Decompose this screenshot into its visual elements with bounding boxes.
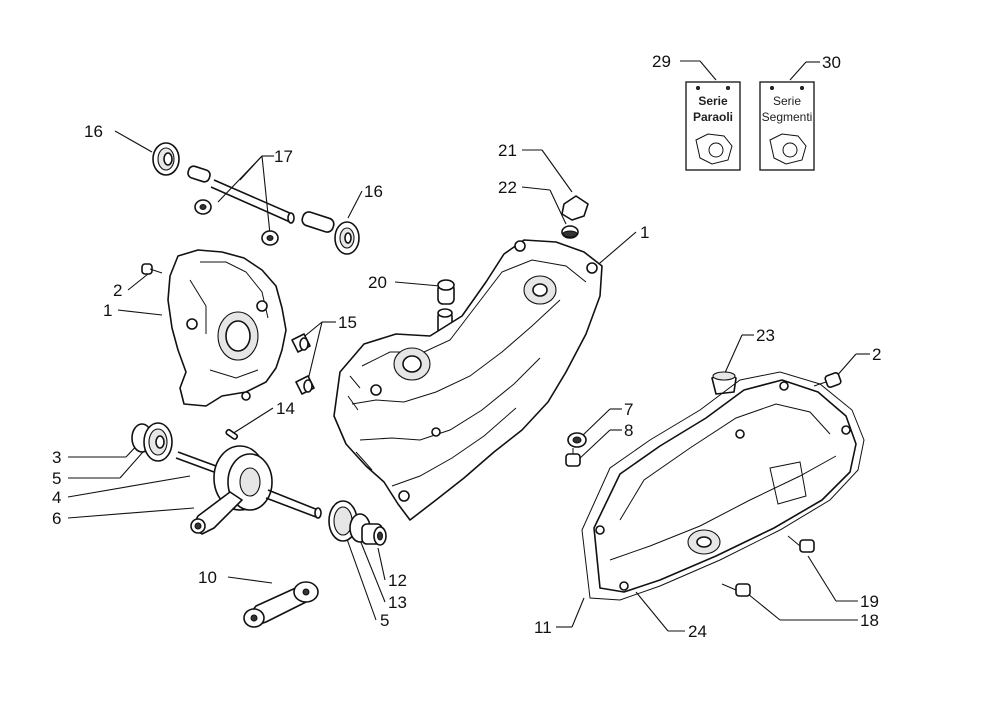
screw-18 bbox=[721, 583, 751, 597]
crankcase-main-1 bbox=[333, 239, 603, 521]
booklet-seal-line2: Paraoli bbox=[693, 110, 733, 124]
callout-20: 20 bbox=[368, 273, 387, 292]
callout-11: 11 bbox=[534, 618, 552, 637]
oil-plug-21-22 bbox=[561, 195, 589, 239]
booklet-ring-kit-30: Serie Segmenti bbox=[759, 81, 815, 171]
fitting-20 bbox=[437, 279, 455, 335]
callout-5-bottom: 5 bbox=[380, 611, 389, 630]
booklet-seal-line1: Serie bbox=[698, 94, 728, 108]
booklet-ring-line2: Segmenti bbox=[762, 110, 813, 124]
crankcase-half-left bbox=[167, 249, 287, 407]
callout-3: 3 bbox=[52, 448, 61, 467]
callout-23: 23 bbox=[756, 326, 775, 345]
seal-3-and-bearing-5 bbox=[131, 422, 173, 462]
callout-18: 18 bbox=[860, 611, 879, 630]
connecting-rod-10 bbox=[243, 581, 319, 628]
callout-labels: 16 17 16 2 1 15 14 3 5 4 6 10 12 13 5 21… bbox=[52, 52, 881, 641]
callout-10: 10 bbox=[198, 568, 217, 587]
screw-19 bbox=[787, 535, 815, 553]
washer-17-a bbox=[194, 199, 212, 215]
cap-23 bbox=[711, 371, 737, 395]
callout-13: 13 bbox=[388, 593, 407, 612]
callout-7: 7 bbox=[624, 400, 633, 419]
gasket-11 bbox=[581, 371, 865, 601]
callout-17: 17 bbox=[274, 147, 293, 166]
callout-19: 19 bbox=[860, 592, 879, 611]
shaft-17 bbox=[187, 165, 295, 224]
callout-21: 21 bbox=[498, 141, 517, 160]
callout-1-center: 1 bbox=[640, 223, 649, 242]
callout-4: 4 bbox=[52, 488, 61, 507]
washer-17-b bbox=[261, 230, 279, 246]
callout-14: 14 bbox=[276, 399, 295, 418]
bearing-16-top bbox=[152, 142, 180, 176]
dowel-15-a bbox=[291, 333, 311, 353]
nut-7-and-screw-8 bbox=[565, 432, 587, 467]
callout-16-right: 16 bbox=[364, 182, 383, 201]
callout-29: 29 bbox=[652, 52, 671, 71]
transmission-cover-24 bbox=[593, 379, 857, 593]
booklet-seal-kit-29: Serie Paraoli bbox=[685, 81, 741, 171]
screw-2-right bbox=[813, 372, 842, 388]
callout-22: 22 bbox=[498, 178, 517, 197]
callout-2-right: 2 bbox=[872, 345, 881, 364]
pin-and-bearing-16-right bbox=[301, 211, 360, 255]
callout-6: 6 bbox=[52, 509, 61, 528]
key-14 bbox=[225, 428, 239, 440]
bearing-5-13-12 bbox=[328, 500, 387, 546]
callout-1-left: 1 bbox=[103, 301, 112, 320]
screw-2-left bbox=[141, 263, 163, 275]
callout-16-top: 16 bbox=[84, 122, 103, 141]
callout-15: 15 bbox=[338, 313, 357, 332]
callout-30: 30 bbox=[822, 53, 841, 72]
callout-2-left: 2 bbox=[113, 281, 122, 300]
crankshaft-6 bbox=[175, 445, 322, 535]
callout-24: 24 bbox=[688, 622, 707, 641]
dowel-15-b bbox=[295, 375, 315, 395]
callout-5-left: 5 bbox=[52, 469, 61, 488]
callout-12: 12 bbox=[388, 571, 407, 590]
callout-8: 8 bbox=[624, 421, 633, 440]
booklet-ring-line1: Serie bbox=[773, 94, 801, 108]
